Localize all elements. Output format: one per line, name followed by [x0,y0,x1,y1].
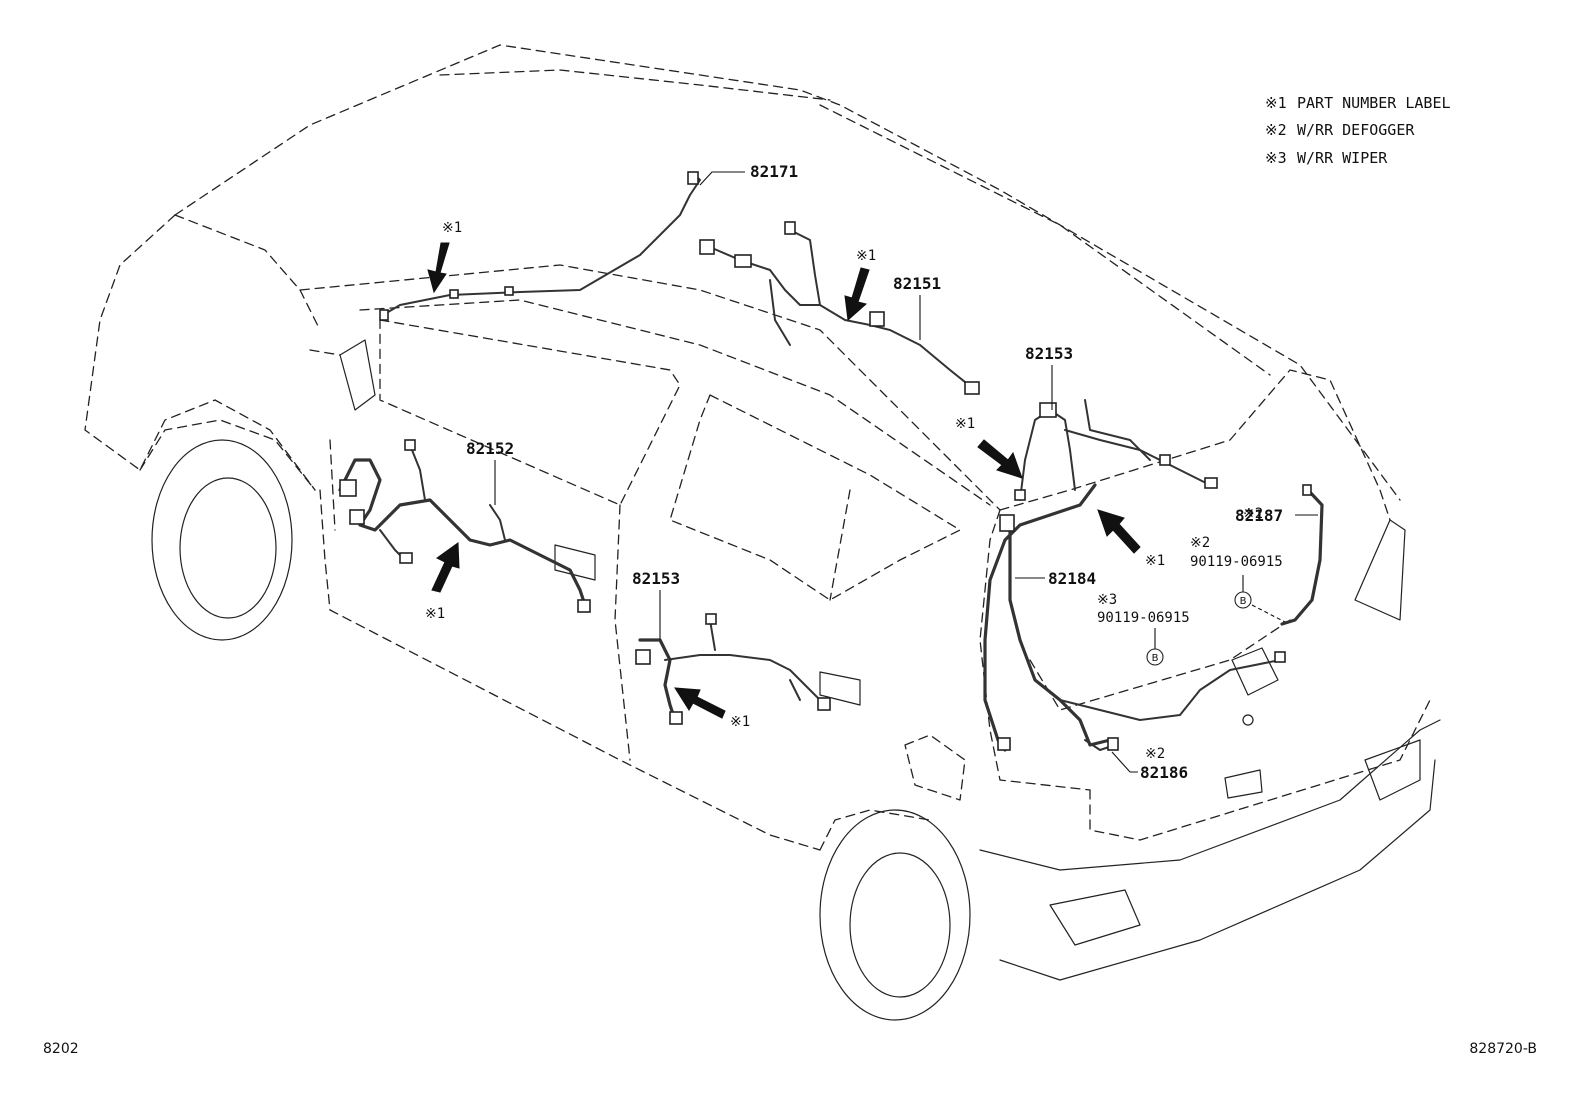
vehicle-body-outline [84,44,1441,1021]
bolt-label-wiper: 90119-06915 [1097,610,1190,626]
part-label-82171: 82171 [750,162,798,181]
legend-text-3: W/RR WIPER [1297,149,1388,167]
part-label-82151: 82151 [893,274,941,293]
legend-text-2: W/RR DEFOGGER [1297,121,1415,139]
part-label-82187: 82187 [1235,506,1283,525]
legend-text-1: PART NUMBER LABEL [1297,94,1451,112]
arrow-82184 [1097,509,1141,554]
illustration-code: 828720-B [1469,1041,1537,1057]
harness-82152-front-door [338,439,591,613]
legend-mark-2: ※2 [1265,121,1287,139]
legend: ※1 PART NUMBER LABEL ※2 W/RR DEFOGGER ※3… [1265,94,1451,167]
harness-82153-rear-door [635,613,831,725]
reference-circle-b2: B [1146,648,1164,666]
legend-mark-3: ※3 [1265,149,1287,167]
part-label-82184: 82184 [1048,569,1096,588]
reference-circle-b2-text: B [1152,653,1159,664]
part-label-82152: 82152 [466,439,514,458]
arrow-82153-door [674,687,726,719]
arrow-82171 [427,242,450,294]
harness-82151-roof [699,221,980,395]
legend-mark-1: ※1 [1265,94,1287,112]
note-mark-9: ※3 [1097,592,1117,608]
note-mark-7: ※2 [1243,506,1263,522]
part-label-82153-top: 82153 [1025,344,1073,363]
arrow-82153-top [977,439,1023,479]
leader-lines [494,171,1318,773]
harness-82187-defogger [1280,484,1324,626]
note-marks: ※1 ※1 ※1 ※1 ※1 ※1 ※2 ※2 ※3 ※2 [425,220,1263,762]
arrow-82152 [431,542,460,593]
note-mark-4: ※1 [1145,553,1165,569]
part-number-arrows [427,242,1141,719]
harness-82153-rear [1014,399,1218,501]
note-mark-8: ※2 [1190,535,1210,551]
part-label-82186: 82186 [1140,763,1188,782]
note-mark-3: ※1 [955,416,975,432]
note-mark-5: ※1 [425,606,445,622]
harness-82186-defogger [1084,737,1119,751]
part-label-82153-door: 82153 [632,569,680,588]
note-mark-1: ※1 [442,220,462,236]
note-mark-2: ※1 [856,248,876,264]
section-code: 8202 [43,1041,79,1057]
arrow-82151 [844,267,870,322]
reference-circle-b1: B [1234,591,1252,609]
harness-82184-hatch [983,483,1286,752]
harness-82171-roof [379,171,701,321]
reference-circle-b1-text: B [1240,596,1247,607]
bolt-label-defogger: 90119-06915 [1190,554,1283,570]
note-mark-6: ※1 [730,714,750,730]
part-labels: 82171 82151 82153 82152 82153 82184 8218… [466,162,1283,782]
note-mark-10: ※2 [1145,746,1165,762]
